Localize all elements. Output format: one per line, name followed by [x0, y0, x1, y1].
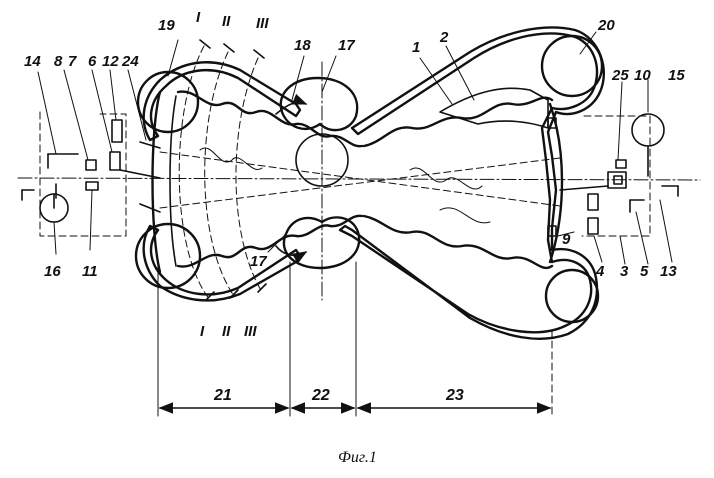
middle-torus-chambers: [279, 76, 361, 270]
right-torus-top: [540, 34, 604, 98]
leader-lines: [37, 31, 673, 265]
label-2: 2: [439, 29, 449, 46]
label-sec3-top: III: [256, 15, 269, 32]
label-16: 16: [44, 263, 61, 280]
label-8: 8: [54, 53, 63, 70]
left-housing-wall-bottom: [142, 224, 302, 302]
label-12: 12: [102, 53, 119, 70]
label-sec3-bot: III: [244, 323, 257, 340]
inner-flow-contours: [151, 87, 564, 274]
label-sec2-bot: II: [222, 323, 231, 340]
right-sensor: [631, 113, 665, 147]
label-18: 18: [294, 37, 311, 54]
label-7: 7: [68, 53, 77, 70]
centerlines: [17, 61, 701, 301]
label-3: 3: [620, 263, 629, 280]
label-sec1-top: I: [196, 9, 201, 26]
label-11: 11: [82, 263, 98, 280]
label-15: 15: [668, 67, 685, 84]
dimension-labels: 21 22 23: [213, 387, 464, 404]
label-4: 4: [595, 263, 605, 280]
left-torus-chambers: [134, 70, 202, 290]
label-24: 24: [121, 53, 139, 70]
label-sec2-top: II: [222, 13, 231, 30]
dim-23: 23: [445, 387, 464, 404]
label-9: 9: [562, 231, 571, 248]
housing-outer: [142, 26, 605, 340]
label-1: 1: [412, 39, 420, 56]
right-housing-wall: [338, 26, 605, 340]
label-19: 19: [158, 17, 175, 34]
part-labels: 14 8 7 6 12 24 19 I II III 18 17 1 2 20 …: [24, 9, 685, 340]
inner-hatched-wedge: [439, 87, 549, 129]
label-sec1-bot: I: [200, 323, 205, 340]
label-17-top: 17: [338, 37, 355, 54]
label-20: 20: [597, 17, 615, 34]
label-25: 25: [611, 67, 629, 84]
right-control-block: [547, 113, 679, 237]
left-torus-top: [136, 70, 200, 134]
label-10: 10: [634, 67, 651, 84]
left-housing-wall: [142, 61, 302, 142]
label-5: 5: [640, 263, 649, 280]
figure-caption: Фиг.1: [338, 449, 377, 466]
label-13: 13: [660, 263, 677, 280]
right-torus-bottom: [544, 268, 600, 324]
section-arcs: [178, 39, 267, 301]
right-torus: [540, 34, 604, 324]
label-6: 6: [88, 53, 97, 70]
label-14: 14: [24, 53, 41, 70]
label-17-bottom: 17: [250, 253, 267, 270]
left-torus-bottom: [134, 222, 202, 290]
dim-22: 22: [311, 387, 330, 404]
dimension-lines: [157, 261, 553, 417]
dim-21: 21: [213, 387, 232, 404]
